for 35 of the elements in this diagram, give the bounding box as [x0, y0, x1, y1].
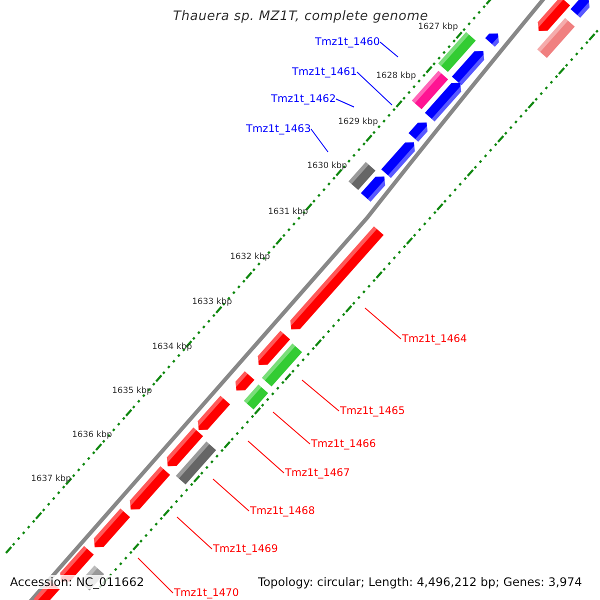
leader-line [212, 478, 250, 512]
leader-line [138, 558, 174, 594]
leader-line [364, 308, 402, 340]
gene-label: Tmz1t_1466 [311, 438, 376, 450]
scale-label: 1627 kbp [418, 22, 458, 32]
gene-label: Tmz1t_1469 [213, 543, 278, 555]
gene-label: Tmz1t_1468 [250, 505, 315, 517]
footer-text: Topology: circular; Length: 4,496,212 bp; Genes: 3,974 [256, 575, 584, 589]
gene-label: Tmz1t_1460 [315, 36, 380, 48]
scale-label: 1629 kbp [338, 117, 378, 127]
scale-label: 1631 kbp [268, 207, 308, 217]
scale-label: 1636 kbp [72, 430, 112, 440]
gene-label: Tmz1t_1463 [246, 123, 311, 135]
gene-label: Tmz1t_1467 [285, 467, 350, 479]
scale-label: 1630 kbp [307, 161, 348, 171]
scale-label: 1637 kbp [31, 474, 72, 484]
scale-label: 1632 kbp [230, 252, 270, 262]
leader-line [310, 128, 328, 152]
scale-label: 1634 kbp [152, 342, 192, 352]
diagram-title: Thauera sp. MZ1T, complete genome [173, 9, 428, 24]
gene-label: Tmz1t_1464 [402, 333, 467, 345]
gene-label: Tmz1t_1461 [292, 66, 357, 78]
scale-label: 1633 kbp [192, 297, 232, 307]
leader-line [380, 42, 398, 58]
leader-line [272, 412, 310, 444]
gene-label: Tmz1t_1470 [174, 587, 239, 599]
leader-line [248, 440, 284, 474]
leader-line [356, 72, 392, 106]
leader-line [176, 516, 212, 550]
gene-label: Tmz1t_1465 [340, 405, 405, 417]
leader-line [302, 380, 340, 412]
scale-label: 1628 kbp [376, 71, 416, 81]
scale-label: 1635 kbp [112, 386, 152, 396]
gene-label: Tmz1t_1462 [271, 93, 336, 105]
leader-line [336, 98, 354, 108]
